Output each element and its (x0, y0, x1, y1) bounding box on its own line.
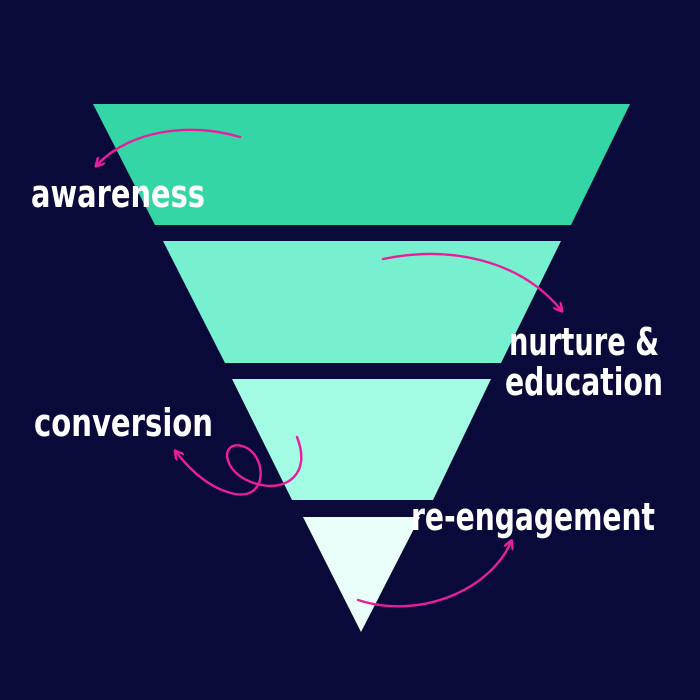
funnel-stage-nurture-education (163, 241, 561, 363)
label-conversion: conversion (34, 401, 213, 445)
label-nurture: nurture & (509, 320, 659, 364)
awareness-arrow (97, 128, 242, 165)
label-re-engagement: re-engagement (411, 495, 655, 539)
label-awareness: awareness (31, 172, 205, 216)
conversion-arrow (176, 435, 303, 496)
funnel-stage-conversion (232, 379, 491, 500)
nurture-arrow (381, 252, 561, 310)
re-engagement-arrow (356, 542, 511, 608)
funnel-stage-re-engagement (303, 517, 420, 632)
label-education: education (505, 360, 663, 404)
